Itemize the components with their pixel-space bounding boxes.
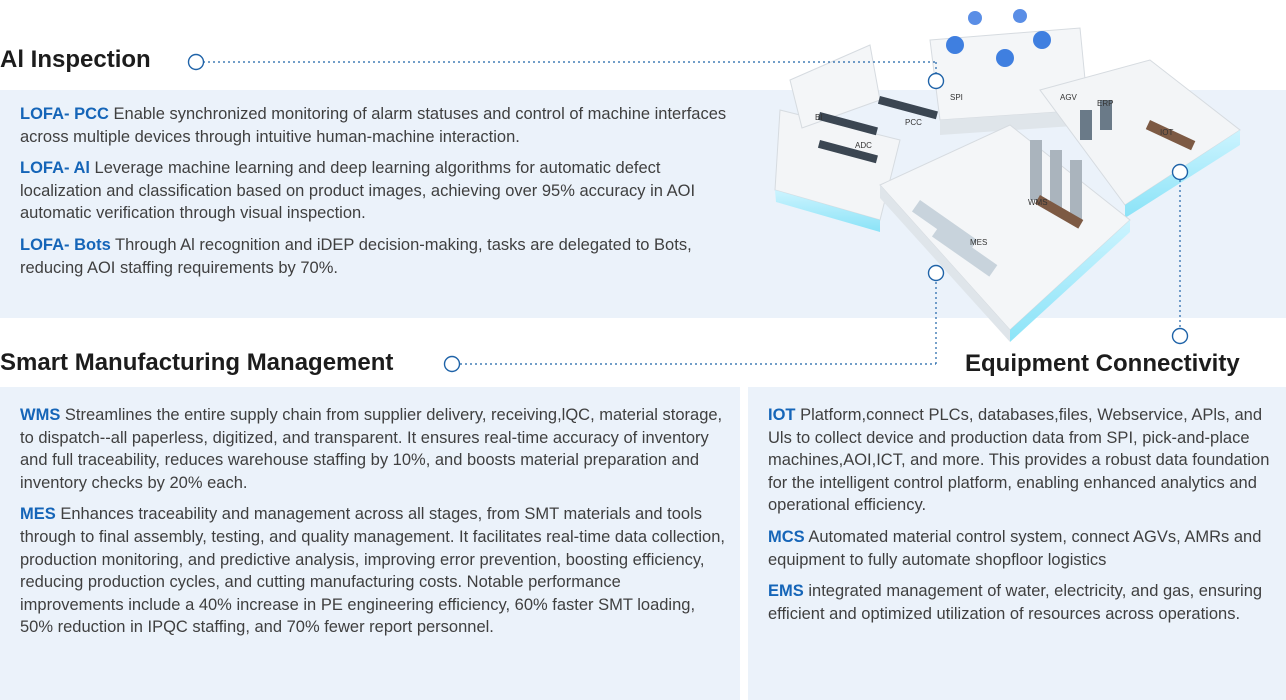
marker-ai-start — [187, 53, 205, 71]
item-label: IOT — [768, 406, 796, 424]
zone-label: PCC — [905, 118, 922, 127]
item-label: WMS — [20, 406, 61, 424]
control-room — [774, 44, 938, 232]
smart-manufacturing-title: Smart Manufacturing Management — [0, 349, 394, 376]
zone-label: MES — [970, 238, 987, 247]
marker-equip-end — [1171, 327, 1189, 345]
item-ems: EMS integrated management of water, elec… — [768, 580, 1273, 625]
zone-label: SPI — [950, 93, 963, 102]
item-label: LOFA- Bots — [20, 235, 111, 254]
item-lofa-pcc: LOFA- PCC Enable synchronized monitoring… — [20, 103, 745, 148]
item-label: LOFA- PCC — [20, 105, 109, 123]
item-iot: IOT Platform,connect PLCs, databases,fil… — [768, 404, 1273, 517]
item-text: Platform,connect PLCs, databases,files, … — [768, 406, 1270, 515]
equip-panel — [748, 387, 1286, 700]
ai-inspection-title: Al Inspection — [0, 46, 151, 73]
item-text: Enable synchronized monitoring of alarm … — [20, 105, 727, 146]
marker-smart-end — [927, 264, 945, 282]
item-lofa-ai: LOFA- Al Leverage machine learning and d… — [20, 157, 745, 225]
marker-smart-start — [443, 355, 461, 373]
item-mes: MES Enhances traceability and management… — [20, 503, 725, 639]
item-wms: WMS Streamlines the entire supply chain … — [20, 404, 725, 494]
robot-icon — [968, 11, 982, 25]
zone-label: BI — [815, 113, 823, 122]
item-lofa-bots: LOFA- Bots Through Al recognition and iD… — [20, 234, 745, 279]
item-text: Streamlines the entire supply chain from… — [20, 406, 723, 492]
robot-icon — [1033, 31, 1051, 49]
ai-inspection-content: LOFA- PCC Enable synchronized monitoring… — [20, 103, 745, 288]
zone-label: ERP — [1097, 99, 1113, 108]
marker-ai-end — [927, 72, 945, 90]
smart-manufacturing-content: WMS Streamlines the entire supply chain … — [20, 404, 725, 648]
zone-label: AGV — [1060, 93, 1078, 102]
item-label: LOFA- Al — [20, 159, 90, 178]
item-text: Leverage machine learning and deep learn… — [20, 159, 696, 223]
zone-label: IOT — [1160, 128, 1173, 137]
equipment-connectivity-title: Equipment Connectivity — [965, 350, 1240, 377]
smart-panel — [0, 387, 740, 700]
item-text: integrated management of water, electric… — [768, 582, 1263, 623]
item-label: EMS — [768, 582, 804, 601]
marker-equip-start — [1171, 163, 1189, 181]
item-text: Through Al recognition and iDEP decision… — [20, 235, 692, 277]
item-mcs: MCS Automated material control system, c… — [768, 526, 1273, 571]
equipment-connectivity-content: IOT Platform,connect PLCs, databases,fil… — [768, 404, 1273, 634]
robot-icon — [996, 49, 1014, 67]
robot-icon — [1013, 9, 1027, 23]
zone-label: ADC — [855, 141, 872, 150]
zone-label: WMS — [1028, 198, 1048, 207]
mes-wms-room — [879, 124, 1131, 342]
item-text: Enhances traceability and management acr… — [20, 505, 725, 637]
item-label: MCS — [768, 527, 805, 546]
item-label: MES — [20, 505, 56, 524]
item-text: Automated material control system, conne… — [768, 527, 1262, 569]
robot-icon — [946, 36, 964, 54]
